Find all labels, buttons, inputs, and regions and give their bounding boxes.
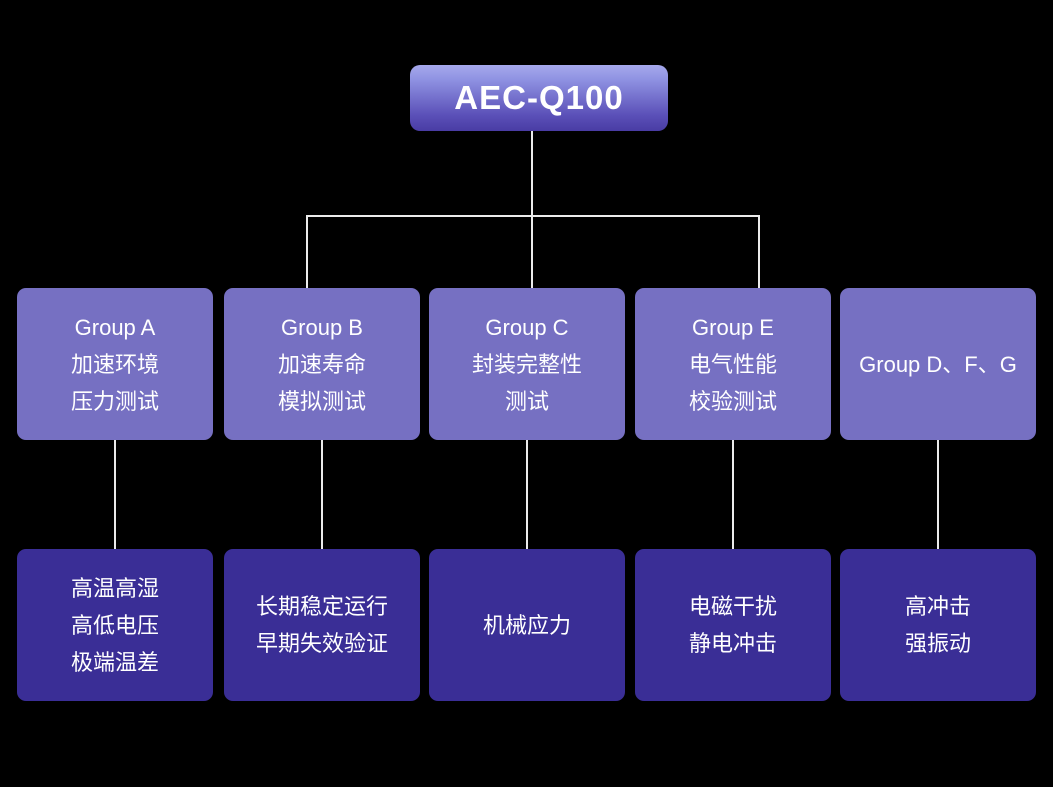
group-a-detail-line-1: 高温高湿 [70,575,159,601]
connector-group-a-detail [114,440,116,549]
group-a-line-3: 压力测试 [70,388,159,414]
connector-group-dfg-detail [937,440,939,549]
connector-root-vertical [531,131,533,289]
group-a-line-1: Group A [74,314,156,340]
group-b-detail-line-1: 长期稳定运行 [255,594,388,619]
group-a-box: Group A 加速环境 压力测试 [17,288,213,440]
group-dfg-detail-line-2: 强振动 [904,631,971,656]
group-c-line-3: 测试 [504,388,549,414]
group-e-detail-line-2: 静电冲击 [688,631,777,656]
root-node-label: AEC-Q100 [454,79,624,116]
group-e-detail-box: 电磁干扰 静电冲击 [635,549,831,701]
connector-drop-group-b [306,215,308,289]
connector-group-c-detail [526,440,528,549]
group-b-line-2: 加速寿命 [277,351,366,377]
group-a-detail-box: 高温高湿 高低电压 极端温差 [17,549,213,701]
group-b-box: Group B 加速寿命 模拟测试 [224,288,420,440]
group-b-detail-line-2: 早期失效验证 [255,631,388,656]
group-c-detail-line-1: 机械应力 [482,612,571,638]
group-b-line-1: Group B [281,314,363,340]
group-e-line-3: 校验测试 [688,388,777,414]
group-e-line-2: 电气性能 [688,351,777,377]
group-c-box: Group C 封装完整性 测试 [429,288,625,440]
group-dfg-line-1: Group D、F、G [859,351,1017,377]
group-e-detail-line-1: 电磁干扰 [688,594,777,619]
group-dfg-box: Group D、F、G [840,288,1036,440]
group-a-detail-line-3: 极端温差 [70,649,159,675]
group-b-detail-box: 长期稳定运行 早期失效验证 [224,549,420,701]
group-c-line-2: 封装完整性 [471,351,582,377]
group-e-line-1: Group E [692,314,774,340]
group-dfg-detail-box: 高冲击 强振动 [840,549,1036,701]
root-node: AEC-Q100 [410,65,668,131]
group-e-box: Group E 电气性能 校验测试 [635,288,831,440]
group-c-detail-box: 机械应力 [429,549,625,701]
group-c-line-1: Group C [485,314,569,340]
group-a-line-2: 加速环境 [70,351,159,377]
connector-group-e-detail [732,440,734,549]
connector-bracket-horizontal [306,215,760,217]
connector-drop-group-e [758,215,760,289]
group-b-line-3: 模拟测试 [277,388,366,414]
group-dfg-detail-line-1: 高冲击 [904,594,971,619]
connector-group-b-detail [321,440,323,549]
group-a-detail-line-2: 高低电压 [70,612,159,638]
